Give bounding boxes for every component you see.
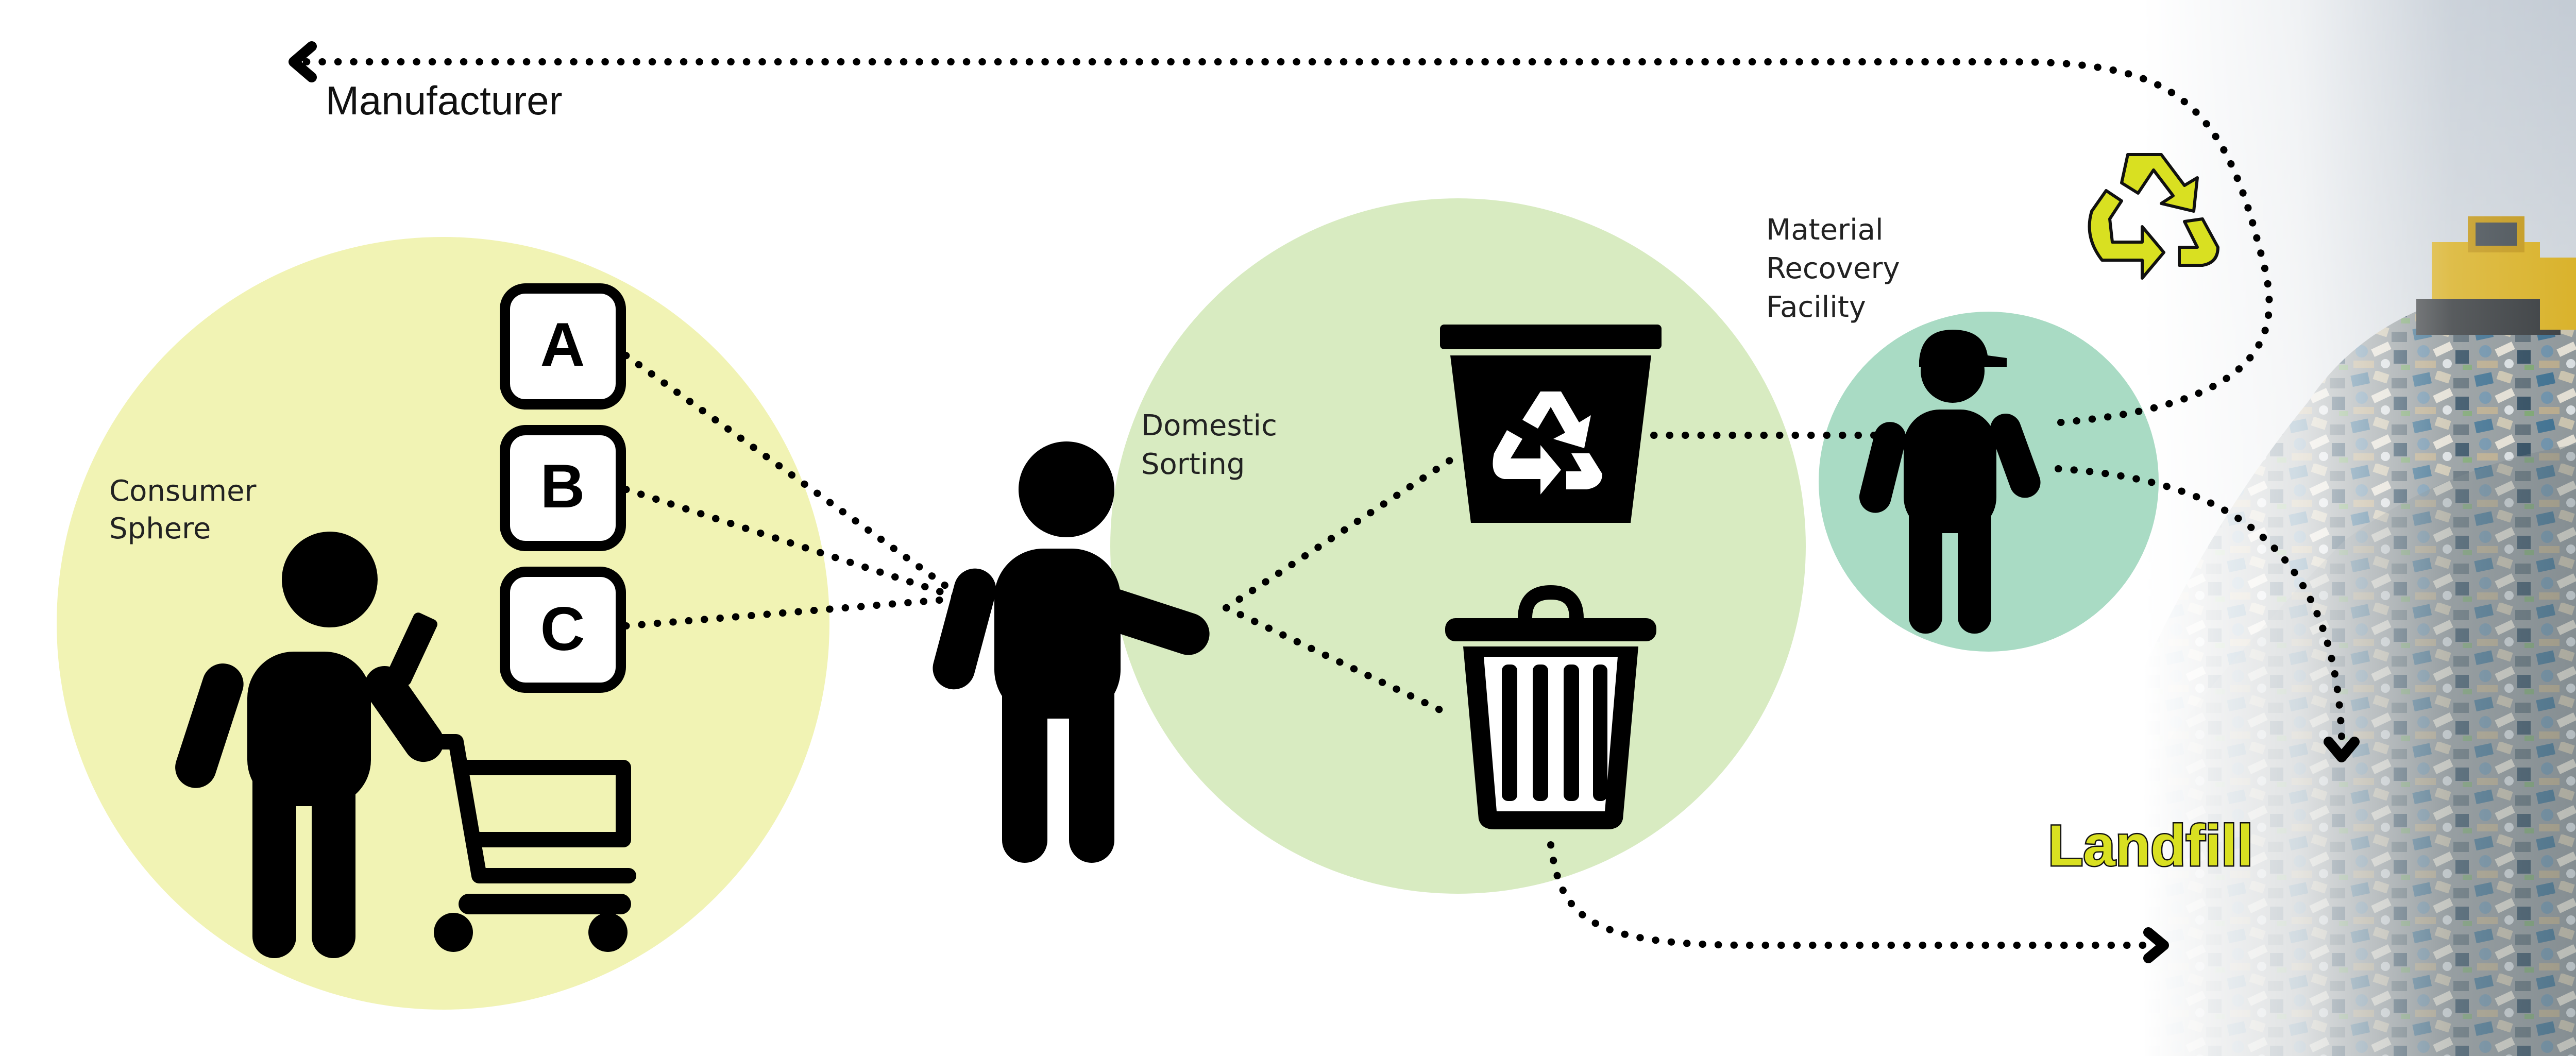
mrf-label-line2: Recovery: [1766, 252, 1900, 285]
arrowhead-landfill-right: [2143, 927, 2169, 963]
mrf-label-line1: Material: [1766, 213, 1884, 247]
mrf-label-line3: Facility: [1766, 291, 1866, 324]
landfill-label: Landfill: [2048, 813, 2253, 878]
person-with-phone-icon: [175, 532, 444, 958]
product-option-label: C: [540, 594, 585, 663]
arrowhead-manufacturer: [289, 41, 317, 82]
shopping-cart-icon: [415, 734, 636, 952]
consumer-sphere-label-line1: Consumer: [109, 474, 257, 508]
domestic-sorting-label-line1: Domestic: [1141, 409, 1277, 442]
recycle-symbol-icon: [1493, 391, 1602, 495]
recycling-bin-icon: [1440, 325, 1662, 523]
arrowhead-landfill-down: [2324, 737, 2360, 762]
recycle-arrows-icon: [2088, 153, 2219, 280]
trash-can-icon: [1445, 585, 1656, 829]
person-icon: [933, 441, 1210, 863]
flow-lines: [289, 41, 2360, 963]
domestic-sorting-label-line2: Sorting: [1141, 448, 1245, 481]
product-option-label: B: [540, 452, 585, 521]
product-option-c: C: [500, 567, 626, 693]
landfill-photo: [2143, 0, 2576, 1056]
product-option-b: B: [500, 425, 626, 551]
consumer-sphere-label-line2: Sphere: [109, 512, 211, 546]
consumer-sphere-circle: [57, 237, 829, 1010]
manufacturer-label: Manufacturer: [326, 78, 563, 123]
product-option-label: A: [540, 310, 585, 379]
worker-with-cap-icon: [1859, 330, 2041, 634]
product-option-a: A: [500, 283, 626, 410]
domestic-sorting-circle: [1110, 198, 1806, 894]
